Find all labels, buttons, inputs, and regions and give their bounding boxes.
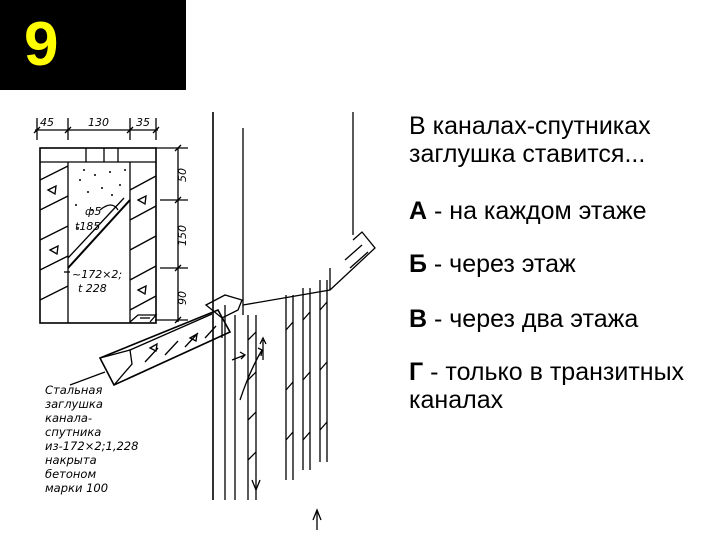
option-d-text: - только в транзитных каналах — [409, 358, 685, 414]
dim-130: 130 — [88, 116, 109, 129]
question-text: В каналах-спутниках заглушка ставится... — [409, 112, 651, 168]
dim-50: 50 — [176, 168, 189, 182]
caption-line-2: заглушка — [45, 397, 103, 411]
caption-line-7: бетоном — [45, 467, 96, 481]
option-c-text: - через два этажа — [427, 305, 639, 333]
note-hole-1: ф5 — [85, 205, 101, 218]
caption-line-6: накрыта — [45, 453, 97, 467]
note-plug-1: ~172×2; — [72, 268, 122, 281]
option-c[interactable]: В - через два этажа — [409, 305, 709, 333]
slide-number: 9 — [24, 10, 59, 79]
option-d[interactable]: Г - только в транзитных каналах — [409, 358, 709, 414]
slide-number-badge: 9 — [0, 0, 186, 90]
dim-90: 90 — [176, 291, 189, 305]
option-a[interactable]: А - на каждом этаже — [409, 197, 709, 225]
dim-35: 35 — [136, 116, 150, 129]
option-b-letter: Б — [409, 250, 427, 278]
caption-line-4: спутника — [45, 425, 101, 439]
option-b-text: - через этаж — [426, 250, 576, 278]
dim-45: 45 — [40, 116, 54, 129]
technical-drawing: 45 130 35 50 150 90 ф5 t185 ~172×2; t 22… — [33, 112, 376, 530]
option-d-letter: Г — [409, 358, 424, 386]
caption-line-1: Стальная — [45, 383, 102, 397]
note-plug-2: t 228 — [78, 282, 107, 295]
option-a-text: - на каждом этаже — [427, 197, 647, 225]
option-c-letter: В — [409, 305, 428, 333]
option-b[interactable]: Б - через этаж — [409, 250, 709, 278]
note-hole-2: t185 — [75, 220, 100, 233]
option-a-letter: А — [409, 197, 428, 225]
caption-line-5: из-172×2;1,228 — [45, 439, 138, 453]
dim-150: 150 — [176, 225, 189, 246]
caption-line-3: канала- — [45, 411, 92, 425]
drawing-caption: Стальная заглушка канала- спутника из-17… — [45, 383, 138, 495]
caption-line-8: марки 100 — [45, 481, 108, 495]
